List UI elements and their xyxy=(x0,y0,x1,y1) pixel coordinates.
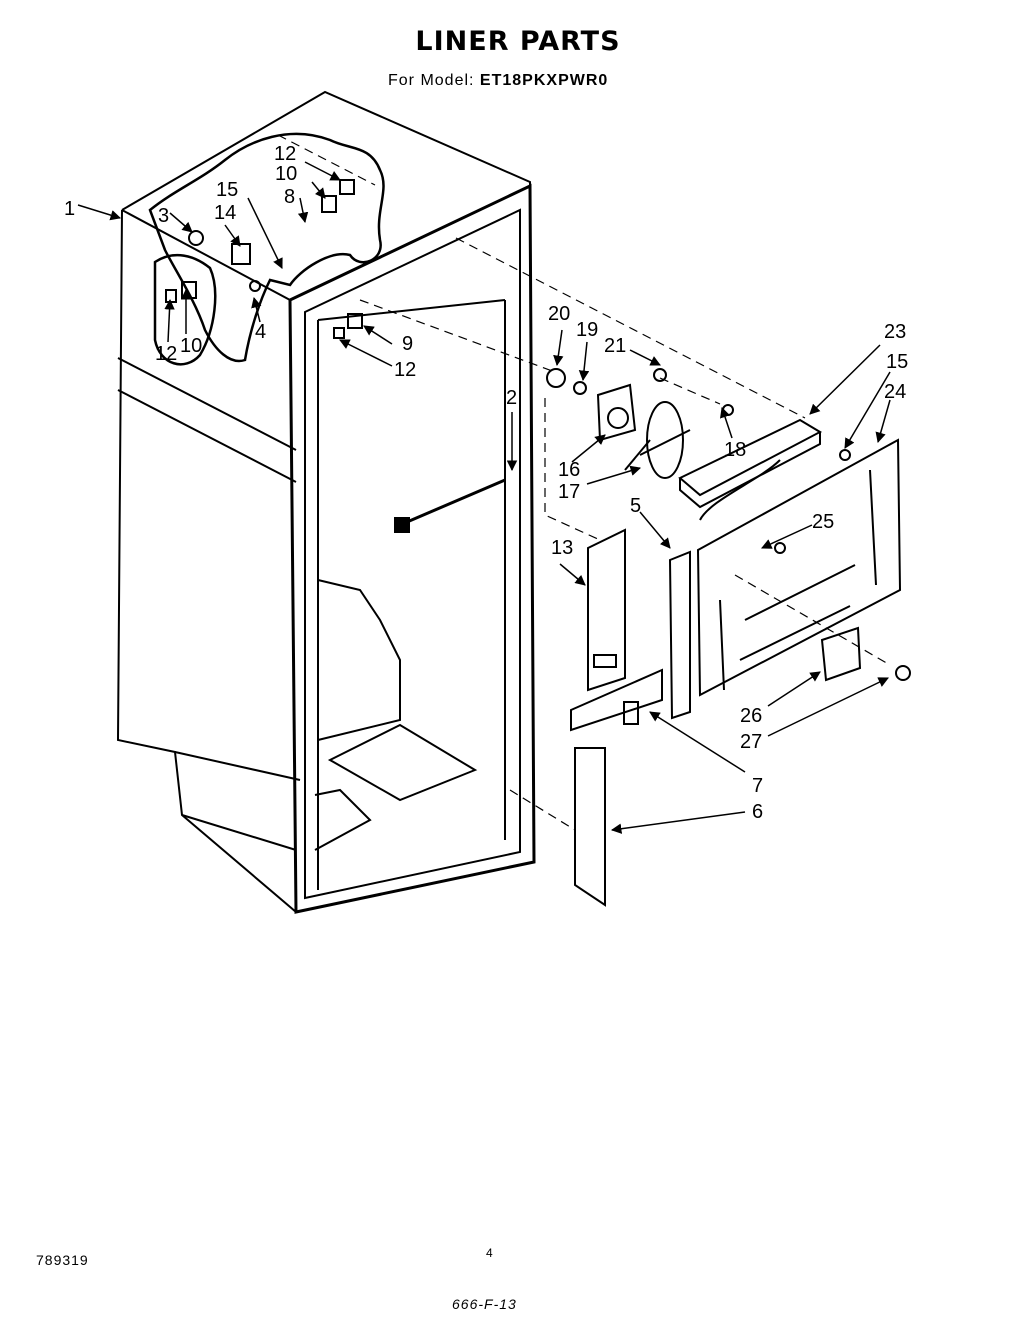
page-code: 666-F-13 xyxy=(452,1296,517,1312)
callout-21: 21 xyxy=(604,335,626,357)
callout-12-upper: 12 xyxy=(274,143,296,165)
callout-7: 7 xyxy=(752,775,763,797)
callout-6: 6 xyxy=(752,801,763,823)
callout-24: 24 xyxy=(884,381,906,403)
callout-8: 8 xyxy=(284,186,295,208)
callout-20: 20 xyxy=(548,303,570,325)
callout-13: 13 xyxy=(551,537,573,559)
fan-assembly-parts xyxy=(546,368,911,907)
callout-16: 16 xyxy=(558,459,580,481)
model-number: ET18PKXPWR0 xyxy=(479,72,609,89)
callout-10-lower: 10 xyxy=(180,335,202,357)
callout-25: 25 xyxy=(812,511,834,533)
page-number: 4 xyxy=(486,1246,493,1260)
callout-1: 1 xyxy=(64,198,75,220)
document-number: 789319 xyxy=(36,1252,89,1268)
callout-3: 3 xyxy=(158,205,169,227)
page-title: LINER PARTS xyxy=(415,26,621,57)
callout-9: 9 xyxy=(402,333,413,355)
callout-12-mid: 12 xyxy=(394,359,416,381)
callout-10-upper: 10 xyxy=(275,163,297,185)
callout-14: 14 xyxy=(214,202,236,224)
callout-labels: 1 2 3 4 5 6 7 8 9 10 10 12 12 12 13 14 1… xyxy=(64,143,908,823)
callout-4: 4 xyxy=(255,321,266,343)
callout-15-upper: 15 xyxy=(216,179,238,201)
model-prefix: For Model: xyxy=(388,72,475,89)
callout-27: 27 xyxy=(740,731,762,753)
reference-lines xyxy=(277,134,891,831)
callout-26: 26 xyxy=(740,705,762,727)
callout-18: 18 xyxy=(724,439,746,461)
callout-2: 2 xyxy=(506,387,517,409)
model-subtitle: For Model: ET18PKXPWR0 xyxy=(388,72,608,90)
callout-12-lower-left: 12 xyxy=(155,343,177,365)
callout-23: 23 xyxy=(884,321,906,343)
callout-15-right: 15 xyxy=(886,351,908,373)
callout-5: 5 xyxy=(630,495,641,517)
leader-lines xyxy=(77,161,891,834)
callout-19: 19 xyxy=(576,319,598,341)
callout-17: 17 xyxy=(558,481,580,503)
liner-cabinet xyxy=(116,90,536,914)
